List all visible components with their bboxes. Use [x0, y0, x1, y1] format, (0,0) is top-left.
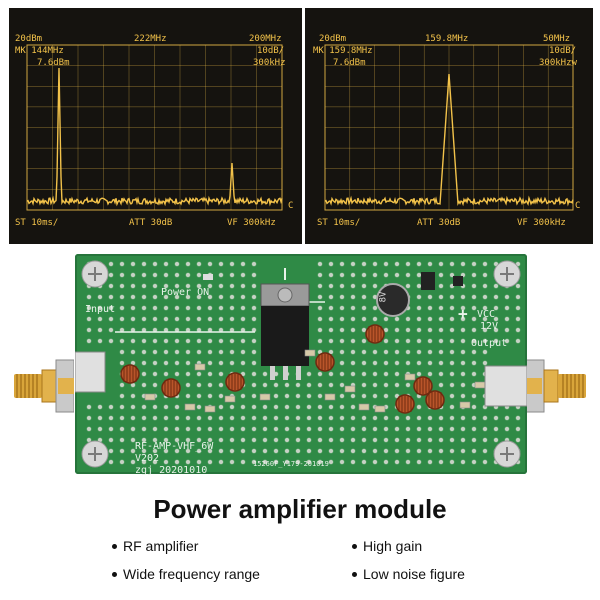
spectrum-screen-right: 20dBm 159.8MHz 50MHz MK 159.8MHz 10dB/ 7… [305, 8, 593, 244]
feature-item: Low noise figure [352, 566, 465, 582]
spectrum-screen-left: 20dBm 222MHz 200MHz MK 144MHz 10dB/ 7.6d… [9, 8, 302, 244]
center-frequency: 222MHz [134, 34, 167, 44]
feature-item: RF amplifier [112, 538, 198, 554]
marker-frequency: MK 144MHz [15, 46, 64, 56]
video-bandwidth: VF 300kHz [227, 218, 276, 228]
bullet-icon [352, 571, 357, 577]
scale: 10dB/ [257, 46, 285, 56]
feature-item: Wide frequency range [112, 566, 260, 582]
serial-label: 15260F_Y179-201019 [253, 460, 329, 468]
bullet-icon [112, 543, 117, 549]
video-bandwidth: VF 300kHz [517, 218, 566, 228]
feature-text: RF amplifier [123, 538, 199, 554]
span: 50MHz [543, 34, 571, 44]
marker-level: 7.6dBm [333, 58, 366, 68]
scale: 10dB/ [549, 46, 577, 56]
version-label: V202 [135, 453, 160, 464]
feature-text: High gain [363, 538, 423, 554]
feature-item: High gain [352, 538, 422, 554]
voltage-label: 12V [480, 321, 499, 332]
product-title: Power amplifier module [153, 494, 447, 524]
center-frequency: 159.8MHz [425, 34, 469, 44]
marker-level: 7.6dBm [37, 58, 70, 68]
vcc-label: VCC [477, 309, 496, 320]
marker-frequency: MK 159.8MHz [313, 46, 373, 56]
resolution-bandwidth: 300kHzw [539, 58, 577, 68]
designer-date-label: zgj 20201010 [135, 465, 208, 476]
ref-level: 20dBm [319, 34, 347, 44]
model-label: RF-AMP-VHF_6W [135, 441, 214, 452]
power-on-label: Power ON [161, 287, 210, 298]
corner-mark: C [575, 201, 581, 211]
feature-text: Wide frequency range [123, 566, 260, 582]
feature-text: Low noise figure [363, 566, 465, 582]
corner-mark: C [288, 201, 294, 211]
attenuation: ATT 30dB [417, 218, 461, 228]
pcb-board: Power ON Input + VCC 12V Output RF-AMP-V… [75, 254, 527, 476]
plus-sign: + [458, 304, 468, 323]
bullet-icon [352, 543, 357, 549]
attenuation: ATT 30dB [129, 218, 173, 228]
sma-connector-output [525, 352, 586, 422]
capacitor-marking: 8V [378, 291, 389, 303]
pcb-artwork [75, 260, 527, 468]
input-label: Input [85, 304, 116, 315]
output-label: Output [471, 338, 508, 349]
resolution-bandwidth: 300kHz [253, 58, 286, 68]
spectrum-trace-left [26, 44, 283, 211]
sma-connector-input [14, 352, 75, 422]
bullet-icon [112, 571, 117, 577]
spectrum-trace-right [324, 44, 574, 211]
span: 200MHz [249, 34, 282, 44]
sweep-time: ST 10ms/ [317, 218, 361, 228]
ref-level: 20dBm [15, 34, 43, 44]
sweep-time: ST 10ms/ [15, 218, 59, 228]
